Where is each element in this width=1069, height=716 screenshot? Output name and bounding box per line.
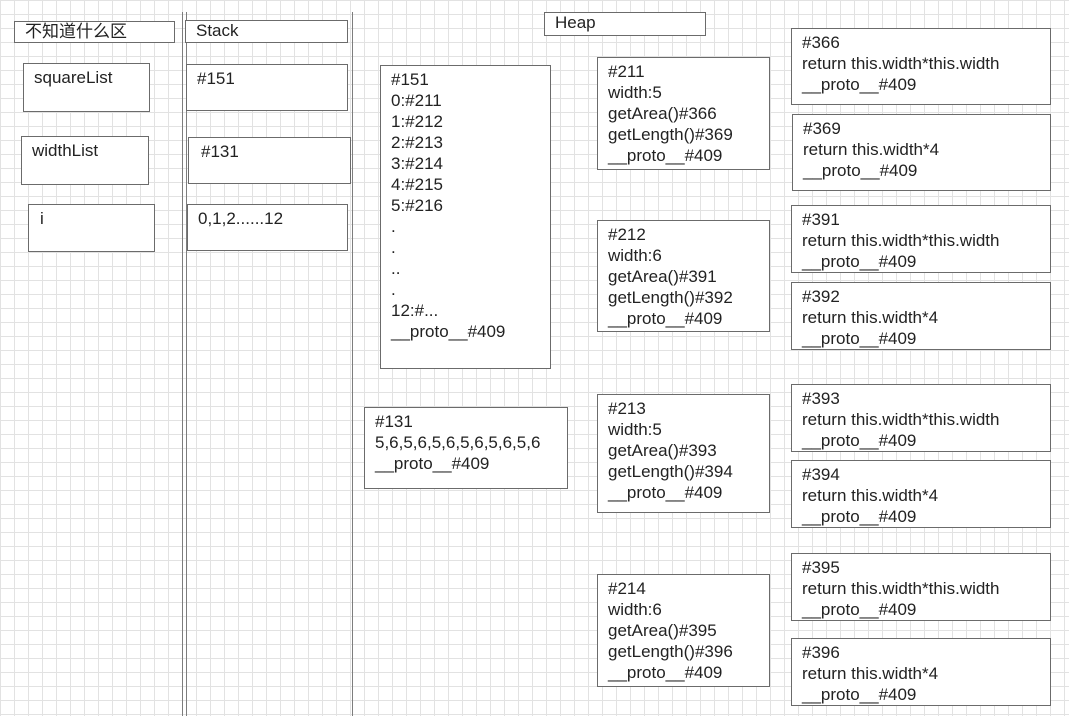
heap-line: return this.width*4 [803, 140, 940, 159]
heap-line: 5:#216 [391, 196, 443, 215]
heap-line: #394 [802, 465, 840, 484]
heap-line: __proto__#409 [803, 161, 918, 180]
heap-395: #395 return this.width*this.width __prot… [791, 553, 1051, 621]
heap-line: #151 [391, 70, 429, 89]
header-unknown-area: 不知道什么区 [14, 21, 175, 43]
heap-213: #213 width:5 getArea()#393 getLength()#3… [597, 394, 770, 513]
heap-392: #392 return this.width*4 __proto__#409 [791, 282, 1051, 350]
heap-line: __proto__#409 [391, 322, 506, 341]
heap-line: 5,6,5,6,5,6,5,6,5,6,5,6 [375, 433, 541, 452]
heap-line: getLength()#394 [608, 462, 733, 481]
heap-line: return this.width*this.width [802, 231, 1000, 250]
heap-151: #151 0:#211 1:#212 2:#213 3:#214 4:#215 … [380, 65, 551, 369]
var-i: i [28, 204, 155, 252]
heap-line: . [391, 217, 396, 236]
heap-line: __proto__#409 [802, 600, 917, 619]
heap-line: #131 [375, 412, 413, 431]
stack-value: 0,1,2......12 [198, 209, 284, 228]
heap-line: __proto__#409 [802, 507, 917, 526]
heap-line: #369 [803, 119, 841, 138]
heap-line: . [391, 238, 396, 257]
heap-line: 4:#215 [391, 175, 443, 194]
heap-line: __proto__#409 [802, 685, 917, 704]
heap-131: #131 5,6,5,6,5,6,5,6,5,6,5,6 __proto__#4… [364, 407, 568, 489]
heap-212: #212 width:6 getArea()#391 getLength()#3… [597, 220, 770, 332]
stack-i-values: 0,1,2......12 [187, 204, 348, 251]
heap-line: width:6 [608, 600, 662, 619]
var-square-list: squareList [23, 63, 150, 112]
divider-unknown-stack-left [182, 12, 183, 716]
heap-393: #393 return this.width*this.width __prot… [791, 384, 1051, 452]
heap-line: __proto__#409 [608, 146, 723, 165]
heap-line: getArea()#395 [608, 621, 717, 640]
heap-line: return this.width*4 [802, 308, 939, 327]
stack-value: #151 [197, 69, 235, 88]
heap-211: #211 width:5 getArea()#366 getLength()#3… [597, 57, 770, 170]
heap-214: #214 width:6 getArea()#395 getLength()#3… [597, 574, 770, 687]
heap-line: getLength()#396 [608, 642, 733, 661]
heap-line: __proto__#409 [608, 309, 723, 328]
stack-value: #131 [201, 142, 239, 161]
divider-stack-heap [352, 12, 353, 716]
heap-line: #211 [608, 62, 645, 81]
heap-line: #391 [802, 210, 840, 229]
heap-line: . [391, 280, 396, 299]
heap-line: 1:#212 [391, 112, 443, 131]
heap-line: width:5 [608, 83, 662, 102]
heap-line: getLength()#392 [608, 288, 733, 307]
header-heap: Heap [544, 12, 706, 36]
heap-line: __proto__#409 [375, 454, 490, 473]
heap-line: 12:#... [391, 301, 439, 320]
heap-line: #393 [802, 389, 840, 408]
heap-line: #395 [802, 558, 840, 577]
heap-line: #212 [608, 225, 646, 244]
header-stack: Stack [185, 20, 348, 43]
heap-line: #366 [802, 33, 840, 52]
divider-unknown-stack-right [186, 12, 187, 716]
heap-line: getArea()#391 [608, 267, 717, 286]
heap-366: #366 return this.width*this.width __prot… [791, 28, 1051, 105]
heap-line: __proto__#409 [802, 329, 917, 348]
heap-line: #213 [608, 399, 646, 418]
heap-line: getLength()#369 [608, 125, 733, 144]
heap-line: #392 [802, 287, 840, 306]
heap-line: return this.width*this.width [802, 410, 1000, 429]
heap-line: getArea()#393 [608, 441, 717, 460]
heap-396: #396 return this.width*4 __proto__#409 [791, 638, 1051, 706]
heap-line: return this.width*4 [802, 486, 939, 505]
var-label: squareList [34, 68, 113, 87]
heap-394: #394 return this.width*4 __proto__#409 [791, 460, 1051, 528]
var-label: widthList [32, 141, 99, 160]
heap-line: width:5 [608, 420, 662, 439]
var-label: i [40, 209, 44, 228]
stack-131: #131 [188, 137, 351, 184]
var-width-list: widthList [21, 136, 149, 185]
heap-line: #396 [802, 643, 840, 662]
heap-line: return this.width*this.width [802, 54, 1000, 73]
heap-line: __proto__#409 [802, 252, 917, 271]
heap-391: #391 return this.width*this.width __prot… [791, 205, 1051, 273]
heap-line: 2:#213 [391, 133, 443, 152]
heap-line: __proto__#409 [802, 75, 917, 94]
heap-369: #369 return this.width*4 __proto__#409 [792, 114, 1051, 191]
heap-line: __proto__#409 [608, 483, 723, 502]
heap-line: #214 [608, 579, 646, 598]
heap-line: .. [391, 259, 401, 278]
stack-151: #151 [186, 64, 348, 111]
heap-line: return this.width*4 [802, 664, 939, 683]
heap-line: return this.width*this.width [802, 579, 1000, 598]
heap-line: __proto__#409 [802, 431, 917, 450]
heap-line: 0:#211 [391, 91, 442, 110]
heap-line: __proto__#409 [608, 663, 723, 682]
heap-line: width:6 [608, 246, 662, 265]
heap-line: 3:#214 [391, 154, 443, 173]
heap-line: getArea()#366 [608, 104, 717, 123]
